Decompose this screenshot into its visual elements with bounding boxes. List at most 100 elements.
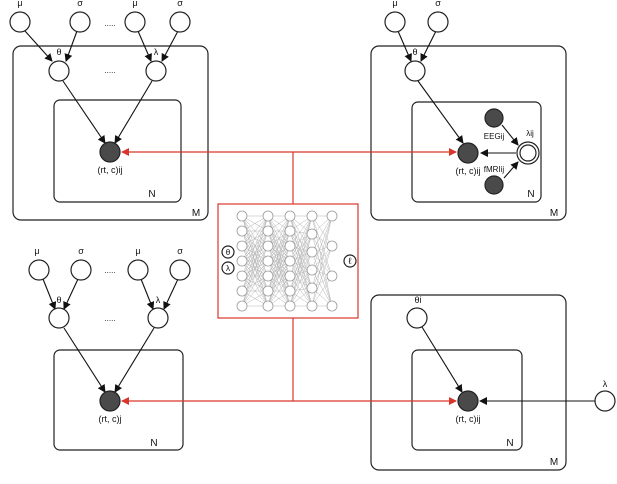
nn-connection [267, 215, 291, 247]
neural-network-box: θ λ ℓ [217, 203, 359, 319]
sigma-label: σ [78, 246, 84, 256]
observed-label: (rt, c)ij [456, 166, 481, 176]
nn-connection [311, 245, 333, 289]
edge [420, 30, 437, 62]
nn-connection [289, 230, 313, 289]
network-neurons [236, 210, 338, 312]
edge [64, 30, 78, 62]
nn-connection [289, 269, 313, 307]
nn-connection [241, 215, 269, 247]
nn-connection [289, 233, 313, 277]
nn-connection [241, 245, 269, 307]
theta-label: θ [56, 295, 61, 305]
nn-connection [241, 275, 269, 307]
mu-label: μ [135, 246, 140, 256]
fmri-node [484, 175, 504, 195]
nn-neuron [284, 240, 296, 252]
edge [114, 327, 155, 393]
lambda-label: λ [156, 295, 161, 305]
observed-label: (rt, c)ij [456, 414, 481, 424]
nn-connection [311, 275, 333, 307]
red-connectors [121, 148, 457, 405]
nn-neuron [306, 246, 318, 258]
lambda-node [145, 60, 167, 82]
plate-m-bottom-right [370, 294, 567, 471]
lambda-node [594, 390, 616, 412]
nn-connection [311, 215, 333, 277]
edge [63, 278, 79, 310]
nn-neuron [262, 240, 274, 252]
edge [421, 326, 463, 393]
ellipsis: ..... [104, 66, 115, 75]
nn-neuron [262, 255, 274, 267]
sigma-label: σ [177, 246, 183, 256]
nn-neuron [326, 300, 338, 312]
mu-node [9, 11, 31, 33]
edge [161, 30, 179, 62]
theta-node [48, 307, 70, 329]
fmri-label: fMRIij [484, 165, 505, 174]
nn-neuron [306, 282, 318, 294]
theta-i-label: θi [414, 295, 421, 305]
plate-n-label: N [148, 189, 155, 200]
nn-connection [289, 251, 313, 292]
nn-connection [267, 275, 291, 307]
model-top-left: μ σ μ σ ..... ..... θ λ (rt, c)ij N M [9, 0, 209, 221]
sigma-node [169, 259, 191, 281]
edge [140, 278, 155, 310]
model-top-right: μ σ θ EEGij fMRIij λij (rt, c)ij N M [370, 0, 567, 221]
ellipsis: ..... [104, 266, 115, 275]
edge [163, 278, 179, 310]
nn-output-label: ℓ [349, 256, 353, 266]
nn-connection [267, 260, 291, 307]
nn-neuron [236, 300, 248, 312]
nn-output-node [343, 254, 357, 268]
nn-connection [289, 215, 313, 247]
observed-node [99, 141, 121, 163]
edge [503, 161, 519, 179]
nn-connection [289, 233, 313, 292]
nn-neuron [326, 210, 338, 222]
eeg-label: EEGij [484, 132, 505, 141]
nn-connection [311, 215, 333, 271]
sigma-label: σ [77, 0, 83, 8]
nn-input-lambda-label: λ [226, 264, 230, 273]
plate-m-label: M [550, 208, 558, 219]
lambda-ij-node-inner [519, 144, 537, 162]
nn-connection [289, 230, 313, 271]
nn-neuron [236, 285, 248, 297]
plate-m-top-left [12, 45, 209, 221]
theta-label: θ [56, 47, 61, 57]
mu-node [124, 11, 146, 33]
nn-neuron [236, 225, 248, 237]
nn-connection [241, 215, 269, 277]
mu-node [127, 259, 149, 281]
nn-neuron [306, 210, 318, 222]
edge [63, 327, 106, 393]
eeg-node [484, 108, 504, 128]
nn-connection [289, 245, 313, 271]
sigma-node [169, 11, 191, 33]
nn-neuron [284, 285, 296, 297]
nn-input-theta-label: θ [226, 248, 231, 257]
plate-m-label: M [192, 208, 200, 219]
edge [417, 80, 464, 144]
lambda-label: λ [154, 47, 159, 57]
nn-connection [289, 233, 313, 262]
theta-label: θ [412, 47, 417, 57]
model-bottom-right: θi λ (rt, c)ij N M [370, 294, 616, 471]
nn-input-theta [221, 245, 235, 259]
edge [501, 124, 519, 146]
nn-neuron [236, 210, 248, 222]
lambda-ij-label: λij [526, 129, 534, 138]
observed-label: (rt, c)j [99, 414, 122, 424]
nn-neuron [284, 270, 296, 282]
theta-node [48, 60, 70, 82]
theta-i-node [406, 307, 428, 329]
plate-m-label: M [550, 457, 558, 468]
nn-neuron [306, 300, 318, 312]
nn-connection [311, 215, 333, 247]
sigma-node [427, 11, 449, 33]
